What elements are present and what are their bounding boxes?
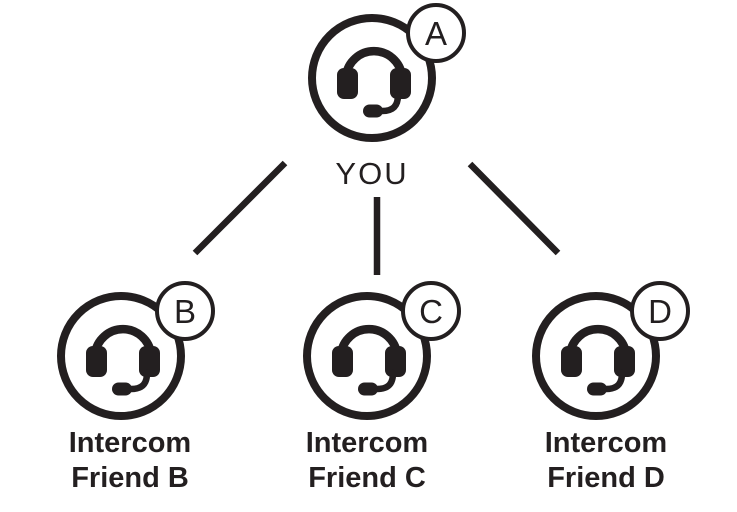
label-friend-c-line1: Intercom	[305, 427, 429, 459]
label-friend-d-line2: Friend D	[547, 462, 665, 494]
badge-a: A	[406, 3, 466, 63]
node-friend-c: C	[303, 281, 461, 420]
label-friend-b: Intercom Friend B	[20, 426, 240, 496]
node-friend-b: B	[57, 281, 215, 420]
label-friend-b-line2: Friend B	[71, 462, 189, 494]
badge-b: B	[155, 281, 215, 341]
badge-a-letter: A	[424, 14, 447, 52]
node-friend-d: D	[532, 281, 690, 420]
badge-d-letter: D	[648, 292, 672, 330]
label-friend-d-line1: Intercom	[544, 427, 668, 459]
label-friend-c-line2: Friend C	[308, 462, 426, 494]
badge-c-letter: C	[419, 292, 443, 330]
label-friend-d: Intercom Friend D	[496, 426, 716, 496]
label-you: YOU	[335, 156, 409, 191]
label-friend-b-line1: Intercom	[68, 427, 192, 459]
connector-line-you-to-d	[467, 161, 561, 256]
badge-c: C	[401, 281, 461, 341]
badge-b-letter: B	[173, 292, 196, 330]
connector-line-you-to-b	[192, 160, 288, 256]
node-you: A	[308, 3, 466, 142]
label-friend-c: Intercom Friend C	[257, 426, 477, 496]
badge-d: D	[630, 281, 690, 341]
